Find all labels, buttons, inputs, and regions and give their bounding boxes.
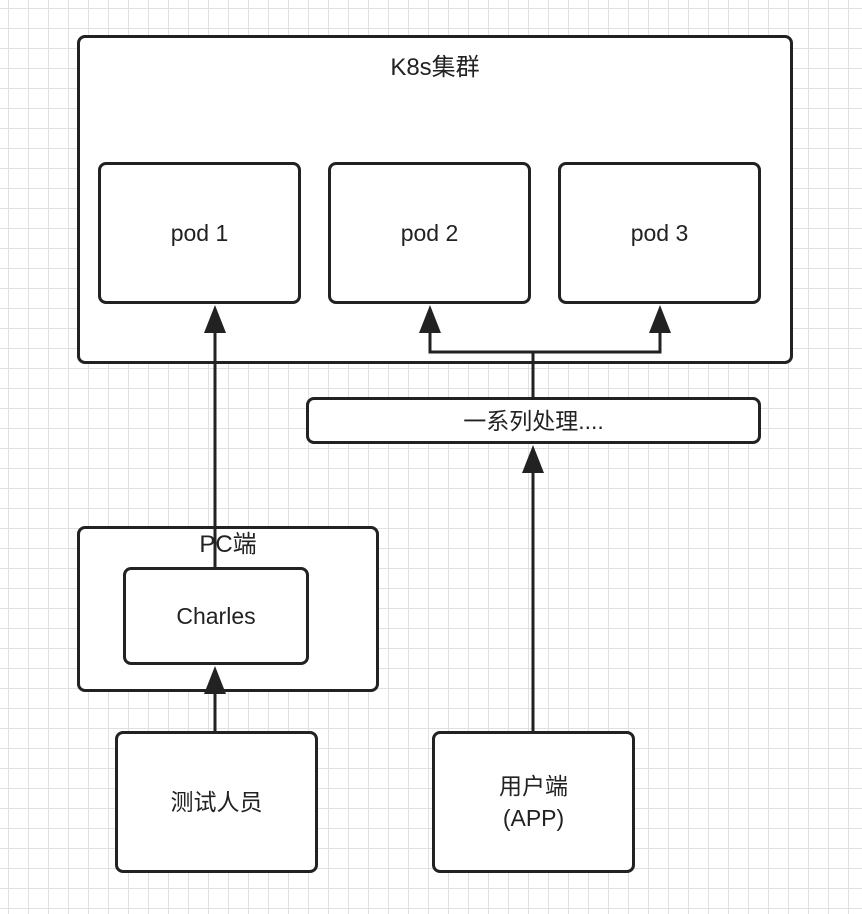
pod-2-box: pod 2 [328, 162, 531, 304]
user-label-line1: 用户端 [499, 773, 568, 799]
user-app-box: 用户端 (APP) [432, 731, 635, 873]
arrowhead-pod3 [649, 305, 671, 333]
pod-1-box: pod 1 [98, 162, 301, 304]
processing-box: 一系列处理.... [306, 397, 761, 444]
arrowhead-pod2 [419, 305, 441, 333]
tester-label: 测试人员 [170, 789, 263, 815]
charles-label: Charles [176, 603, 256, 629]
arrowhead-pod1 [204, 305, 226, 333]
pc-title: PC端 [199, 531, 257, 558]
charles-box: Charles [123, 567, 309, 665]
tester-box: 测试人员 [115, 731, 318, 873]
branch-line [428, 330, 662, 354]
pod-1-label: pod 1 [170, 220, 229, 246]
arrowhead-process [522, 445, 544, 473]
cluster-title: K8s集群 [390, 54, 480, 81]
pod-3-box: pod 3 [558, 162, 761, 304]
processing-label: 一系列处理.... [463, 407, 604, 434]
arrowhead-charles [204, 666, 226, 694]
pod-3-label: pod 3 [630, 220, 689, 246]
pod-2-label: pod 2 [400, 220, 459, 246]
user-label-line2: (APP) [502, 805, 565, 831]
